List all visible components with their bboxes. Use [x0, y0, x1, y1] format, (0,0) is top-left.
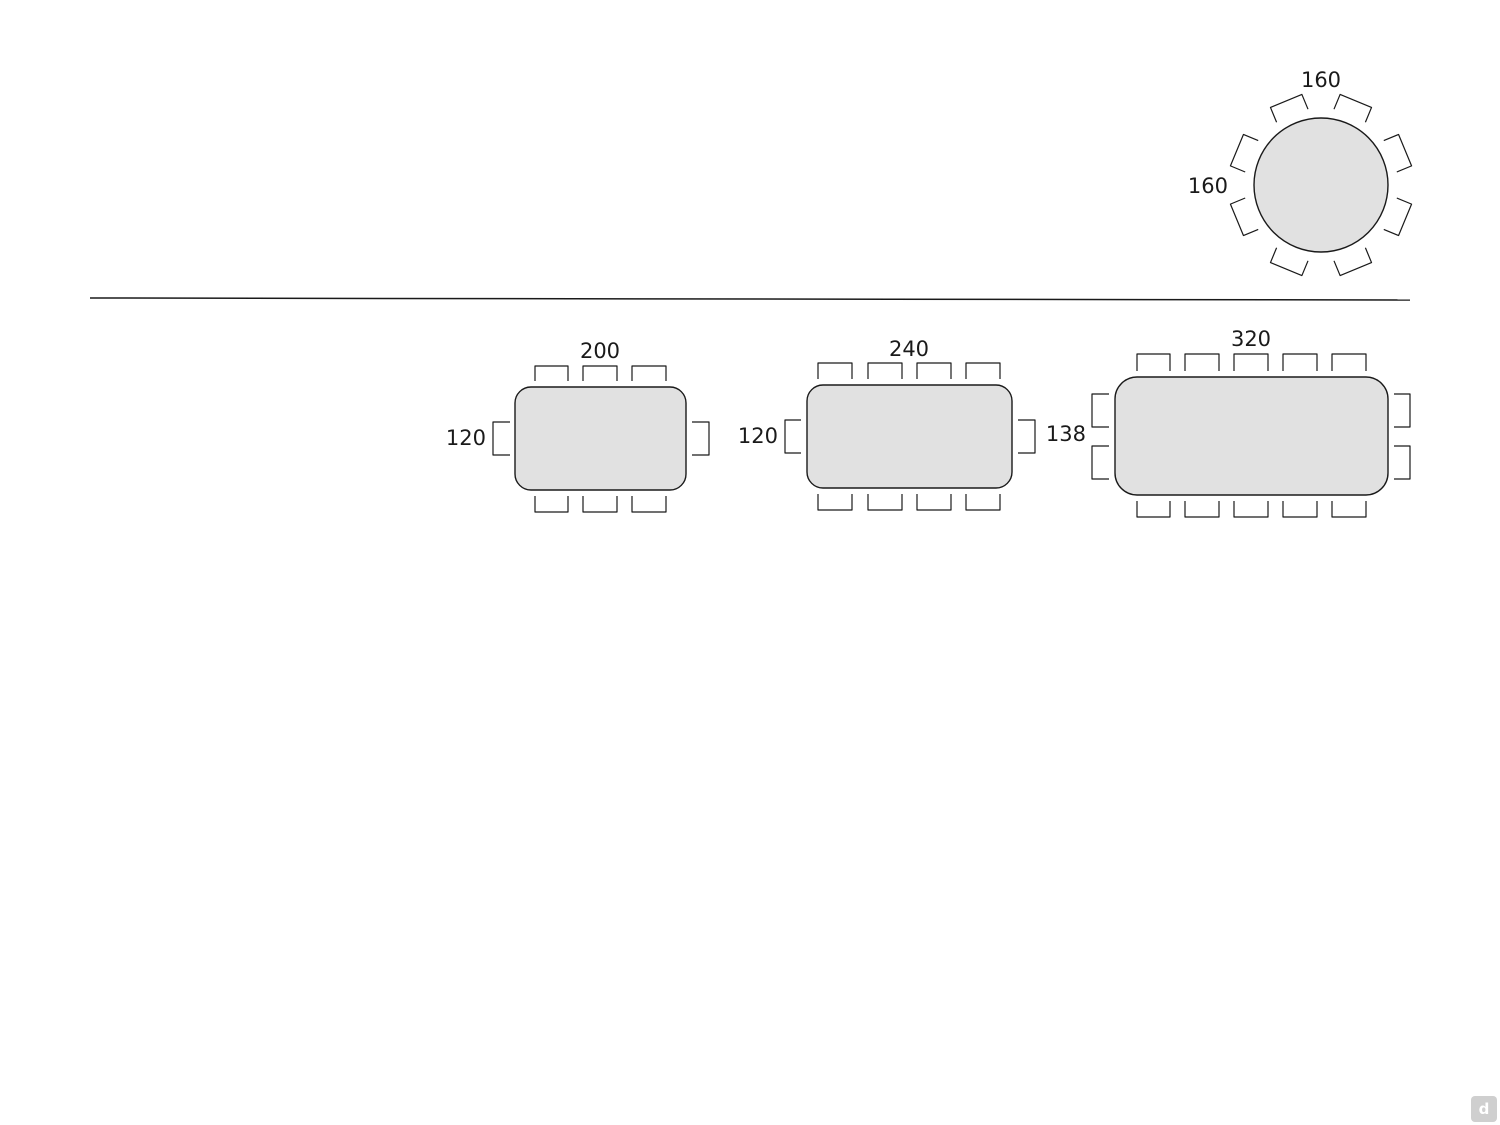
chair-right: [1018, 419, 1036, 454]
chair-bottom: [582, 496, 618, 513]
table-240x120-depth-label: 120: [738, 424, 778, 448]
round-table-top: [1253, 117, 1389, 253]
round-table-chair: [1383, 133, 1413, 173]
chair-bottom: [1184, 501, 1220, 518]
table-320x138-group: 320 138: [1046, 327, 1411, 518]
round-table-group: 160 160: [1188, 68, 1413, 277]
chair-right: [1394, 393, 1411, 428]
chair-top: [582, 365, 618, 381]
table-200x120-top: [514, 386, 687, 491]
chair-bottom: [1331, 501, 1367, 518]
round-table-chair: [1229, 133, 1259, 173]
chair-bottom: [1282, 501, 1318, 518]
round-table-chair: [1229, 197, 1259, 237]
table-240x120-width-label: 240: [889, 337, 929, 361]
chair-left: [492, 421, 510, 456]
round-table-chair: [1383, 197, 1413, 237]
chair-left: [784, 419, 801, 454]
chair-top: [631, 365, 667, 381]
chair-left: [1091, 393, 1109, 428]
round-table-chair: [1269, 93, 1309, 123]
round-table-chairs: [1229, 93, 1413, 277]
table-320x138-top: [1114, 376, 1389, 496]
chair-bottom: [1233, 501, 1269, 518]
chair-bottom: [534, 496, 569, 513]
chair-bottom: [1136, 501, 1171, 518]
round-table-chair: [1333, 93, 1373, 123]
table-240x120-top: [806, 384, 1013, 489]
table-200x120-group: 200 120: [446, 339, 710, 513]
chair-top: [916, 362, 952, 379]
chair-top: [965, 362, 1001, 379]
table-320x138-depth-label: 138: [1046, 422, 1086, 446]
chair-top: [1331, 353, 1367, 371]
chair-top: [817, 362, 853, 379]
table-240x120-group: 240 120: [738, 337, 1036, 511]
section-divider: [89, 297, 1411, 301]
chair-right: [692, 421, 710, 456]
chair-bottom: [965, 494, 1001, 511]
chair-left: [1091, 445, 1109, 480]
table-200x120-depth-label: 120: [446, 426, 486, 450]
chair-bottom: [817, 494, 853, 511]
chair-bottom: [867, 494, 903, 511]
round-table-depth-label: 160: [1188, 174, 1228, 198]
chair-top: [1136, 353, 1171, 371]
round-table-chair: [1333, 247, 1373, 277]
chair-top: [534, 365, 569, 381]
table-320x138-width-label: 320: [1231, 327, 1271, 351]
chair-top: [867, 362, 903, 379]
chair-top: [1282, 353, 1318, 371]
chair-bottom: [631, 496, 667, 513]
round-table-chair: [1269, 247, 1309, 277]
chair-bottom: [916, 494, 952, 511]
round-table-width-label: 160: [1301, 68, 1341, 92]
chair-top: [1184, 353, 1220, 371]
table-200x120-width-label: 200: [580, 339, 620, 363]
chair-right: [1394, 445, 1411, 480]
d-logo-icon: d: [1471, 1096, 1497, 1122]
chair-top: [1233, 353, 1269, 371]
